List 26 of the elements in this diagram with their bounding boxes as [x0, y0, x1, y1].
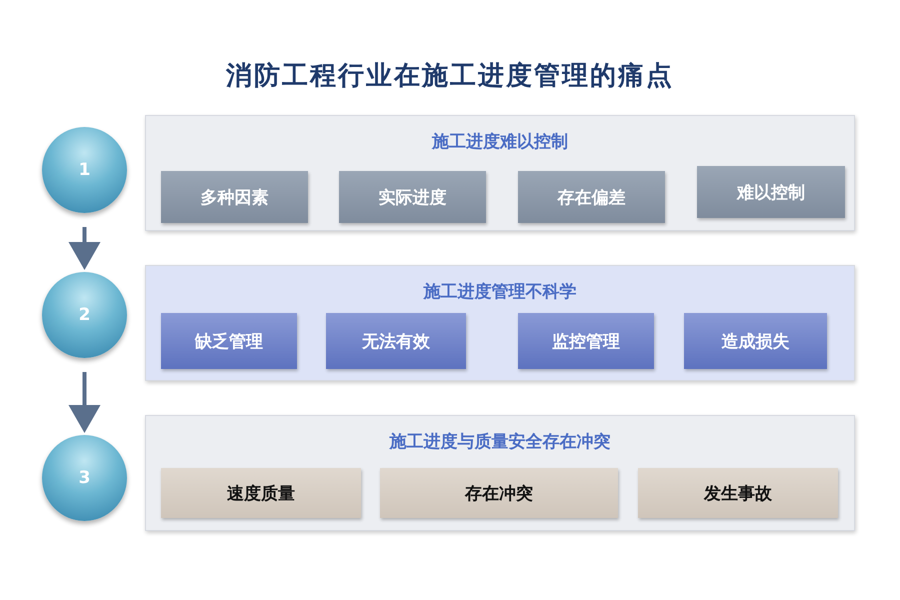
arrow — [68, 227, 100, 270]
pain-point-box: 发生事故 — [638, 468, 838, 518]
pain-point-box: 多种因素 — [161, 171, 308, 223]
title: 消防工程行业在施工进度管理的痛点 — [224, 60, 675, 93]
pain-point-box: 监控管理 — [518, 313, 654, 369]
step-circle — [42, 127, 127, 213]
panel-card — [145, 115, 855, 231]
step-number: 2 — [78, 305, 90, 325]
pain-point-box: 缺乏管理 — [161, 313, 297, 369]
panel-heading: 施工进度管理不科学 — [422, 281, 578, 303]
pain-point-box: 速度质量 — [161, 468, 361, 518]
pain-point-box: 造成损失 — [684, 313, 827, 369]
pain-point-box: 存在冲突 — [380, 468, 618, 518]
panel-heading: 施工进度与质量安全存在冲突 — [388, 431, 612, 453]
step-circle — [42, 435, 127, 521]
pain-point-box: 难以控制 — [697, 166, 845, 218]
pain-point-box: 存在偏差 — [518, 171, 665, 223]
arrow — [68, 372, 100, 433]
step-number: 3 — [78, 468, 90, 488]
panel-card — [145, 265, 855, 381]
panel-heading: 施工进度难以控制 — [430, 131, 569, 153]
pain-point-box: 实际进度 — [339, 171, 486, 223]
step-number: 1 — [78, 160, 90, 180]
step-circle — [42, 272, 127, 358]
panel-card — [145, 415, 855, 531]
pain-point-box: 无法有效 — [326, 313, 466, 369]
